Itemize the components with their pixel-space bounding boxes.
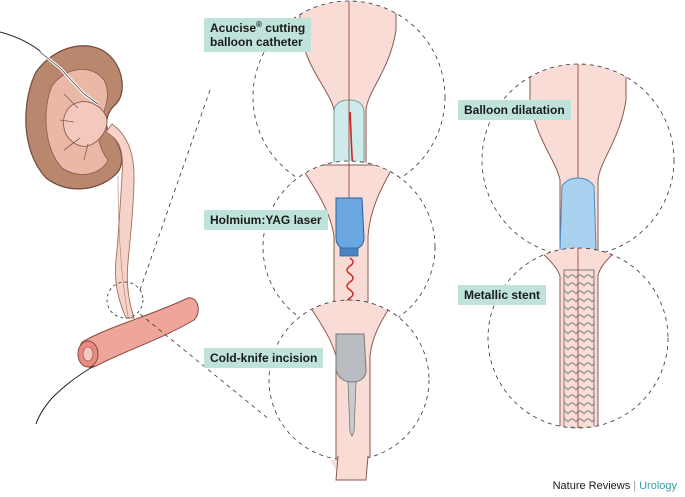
label-cold-knife: Cold-knife incision — [204, 348, 324, 368]
label-balloon-dilatation: Balloon dilatation — [458, 100, 571, 120]
dilatation-balloon — [559, 177, 597, 256]
journal-name: Urology — [639, 480, 677, 492]
stent-coil — [563, 269, 595, 428]
label-metallic-stent: Metallic stent — [458, 285, 547, 305]
laser-fiber — [335, 197, 365, 251]
ureter — [105, 123, 135, 319]
kidney-ureter-overview — [0, 31, 271, 425]
cold-knife — [335, 333, 367, 383]
balloon-dilatation-panel — [481, 63, 675, 257]
label-acucise: Acucise® cutting balloon catheter — [204, 18, 312, 52]
label-holmium-laser: Holmium:YAG laser — [204, 210, 328, 230]
publisher-name: Nature Reviews — [552, 480, 631, 492]
metallic-stent-panel — [487, 247, 669, 429]
cold-knife-panel — [268, 299, 430, 470]
magnification-circle — [106, 281, 144, 319]
publisher-credit: Nature Reviews|Urology — [553, 480, 677, 492]
credit-separator: | — [633, 480, 637, 492]
